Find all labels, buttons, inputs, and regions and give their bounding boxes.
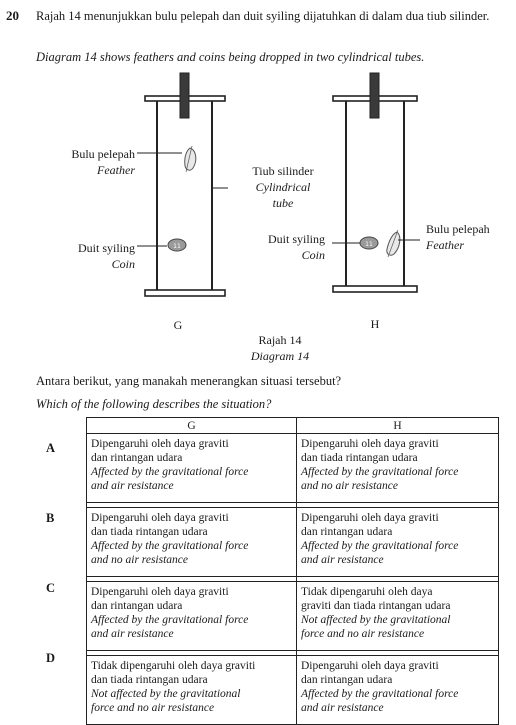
cell-text: Tidak dipengaruhi oleh daya	[301, 586, 433, 598]
cell-text: Tidak dipengaruhi oleh daya graviti	[91, 660, 256, 672]
option-a-h-cell: Dipengaruhi oleh daya graviti dan tiada …	[296, 433, 499, 503]
coin-h: 11	[359, 236, 379, 250]
cell-text: Dipengaruhi oleh daya graviti	[301, 512, 439, 524]
tube-g-label: G	[173, 318, 183, 332]
question-stem-malay: Rajah 14 menunjukkan bulu pelepah dan du…	[36, 9, 490, 23]
row-gap	[86, 576, 499, 582]
option-letter-c[interactable]: C	[46, 581, 56, 595]
cell-text: and no air resistance	[91, 554, 188, 566]
label-coin-right-ms: Duit syiling	[267, 232, 325, 246]
label-tube: Tiub silinder Cylindrical tube	[233, 163, 333, 211]
option-b-h-cell: Dipengaruhi oleh daya graviti dan rintan…	[296, 507, 499, 577]
option-row-d[interactable]: Tidak dipengaruhi oleh daya graviti dan …	[86, 655, 499, 725]
feather-h	[386, 229, 401, 258]
cell-text: Affected by the gravitational force	[91, 540, 249, 552]
cell-text: Not affected by the gravitational	[91, 688, 241, 700]
label-feather-left-en: Feather	[97, 163, 135, 177]
tube-h-label: H	[370, 317, 380, 331]
label-feather-right-ms: Bulu pelepah	[426, 222, 490, 236]
cell-text: and air resistance	[301, 554, 384, 566]
cell-text: Dipengaruhi oleh daya graviti	[91, 512, 229, 524]
option-d-g-cell: Tidak dipengaruhi oleh daya graviti dan …	[86, 655, 297, 725]
option-row-c[interactable]: Dipengaruhi oleh daya graviti dan rintan…	[86, 581, 499, 651]
option-d-h-cell: Dipengaruhi oleh daya graviti dan rintan…	[296, 655, 499, 725]
cell-text: Affected by the gravitational force	[301, 540, 459, 552]
cell-text: and air resistance	[91, 628, 174, 640]
cell-text: force and no air resistance	[301, 628, 425, 640]
option-c-g-cell: Dipengaruhi oleh daya graviti dan rintan…	[86, 581, 297, 651]
cell-text: Dipengaruhi oleh daya graviti	[91, 438, 229, 450]
cell-text: Affected by the gravitational force	[91, 614, 249, 626]
svg-text:11: 11	[173, 243, 181, 250]
option-row-b[interactable]: Dipengaruhi oleh daya graviti dan tiada …	[86, 507, 499, 577]
label-feather-right-en: Feather	[426, 238, 464, 252]
cell-text: dan rintangan udara	[91, 452, 183, 464]
diagram-14: 11 11	[137, 72, 420, 297]
option-letter-d[interactable]: D	[46, 651, 56, 665]
svg-text:11: 11	[365, 241, 373, 248]
prompt-english: Which of the following describes the sit…	[36, 397, 272, 411]
cell-text: Dipengaruhi oleh daya graviti	[91, 586, 229, 598]
gap-cell	[296, 576, 499, 582]
cell-text: dan rintangan udara	[301, 674, 393, 686]
prompt-malay: Antara berikut, yang manakah menerangkan…	[36, 374, 342, 388]
label-tube-en-2: tube	[272, 196, 294, 210]
label-feather-left-ms: Bulu pelepah	[71, 147, 135, 161]
option-letter-a[interactable]: A	[46, 441, 56, 455]
cell-text: Affected by the gravitational force	[91, 466, 249, 478]
cell-text: graviti dan tiada rintangan udara	[301, 600, 451, 612]
question-number: 20	[6, 8, 19, 23]
option-c-h-cell: Tidak dipengaruhi oleh daya graviti dan …	[296, 581, 499, 651]
label-coin-left-en: Coin	[111, 257, 135, 271]
gap-cell	[296, 502, 499, 508]
option-b-g-cell: Dipengaruhi oleh daya graviti dan tiada …	[86, 507, 297, 577]
cell-text: Dipengaruhi oleh daya graviti	[301, 660, 439, 672]
cell-text: and no air resistance	[301, 480, 398, 492]
column-header-g: G	[86, 417, 297, 434]
option-row-a[interactable]: Dipengaruhi oleh daya graviti dan rintan…	[86, 433, 499, 503]
cell-text: Dipengaruhi oleh daya graviti	[301, 438, 439, 450]
row-gap	[86, 502, 499, 508]
cell-text: dan tiada rintangan udara	[301, 452, 418, 464]
cell-text: dan rintangan udara	[91, 600, 183, 612]
gap-cell	[296, 650, 499, 656]
label-feather-left: Bulu pelepah Feather	[40, 146, 135, 178]
cell-text: Affected by the gravitational force	[301, 466, 459, 478]
feather-g	[184, 145, 197, 173]
table-header-row: G H	[86, 417, 499, 434]
cell-text: Not affected by the gravitational	[301, 614, 451, 626]
row-gap	[86, 650, 499, 656]
tube-g	[144, 72, 226, 297]
cell-text: and air resistance	[301, 702, 384, 714]
question-stem-english: Diagram 14 shows feathers and coins bein…	[36, 50, 425, 64]
cell-text: Affected by the gravitational force	[301, 688, 459, 700]
tube-h	[332, 72, 418, 293]
cell-text: dan rintangan udara	[301, 526, 393, 538]
label-coin-left-ms: Duit syiling	[77, 241, 135, 255]
cell-text: dan tiada rintangan udara	[91, 674, 208, 686]
label-coin-left: Duit syiling Coin	[40, 240, 135, 272]
cell-text: and air resistance	[91, 480, 174, 492]
label-feather-right: Bulu pelepah Feather	[426, 221, 516, 253]
label-coin-right-en: Coin	[301, 248, 325, 262]
label-coin-right: Duit syiling Coin	[228, 231, 325, 263]
option-letter-b[interactable]: B	[46, 511, 55, 525]
diagram-caption: Rajah 14 Diagram 14	[230, 332, 330, 364]
cell-text: force and no air resistance	[91, 702, 215, 714]
column-header-h: H	[296, 417, 499, 434]
label-tube-en-1: Cylindrical	[255, 180, 311, 194]
coin-g: 11	[167, 238, 187, 252]
option-a-g-cell: Dipengaruhi oleh daya graviti dan rintan…	[86, 433, 297, 503]
diagram-caption-ms: Rajah 14	[258, 333, 302, 347]
cell-text: dan tiada rintangan udara	[91, 526, 208, 538]
diagram-caption-en: Diagram 14	[250, 349, 310, 363]
label-tube-ms: Tiub silinder	[252, 164, 314, 178]
options-table: G H Dipengaruhi oleh daya graviti dan ri…	[86, 417, 499, 725]
